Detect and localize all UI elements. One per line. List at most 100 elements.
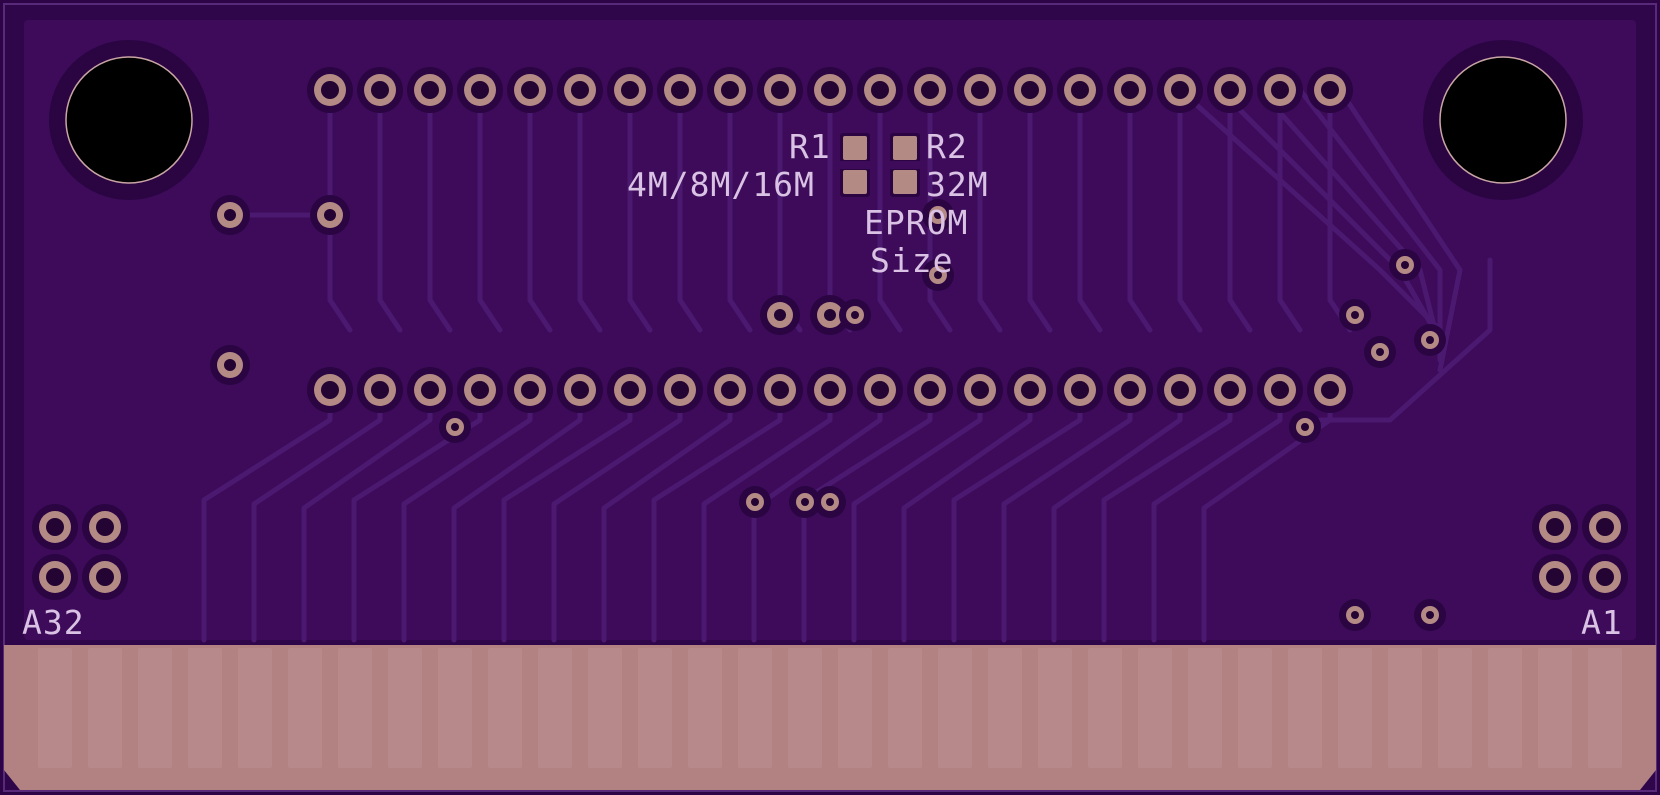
dip-pad	[407, 367, 453, 413]
header-pad	[32, 554, 78, 600]
header-pad	[1532, 554, 1578, 600]
dip-pad	[1207, 367, 1253, 413]
dip-pad	[557, 367, 603, 413]
dip-pad	[757, 67, 803, 113]
dip-pad	[857, 67, 903, 113]
dip-pad	[707, 67, 753, 113]
header-pad	[82, 504, 128, 550]
via-group	[32, 195, 1628, 631]
dip-pad	[907, 67, 953, 113]
dip-pad	[557, 67, 603, 113]
dip-pad	[357, 367, 403, 413]
dip-pad	[1057, 367, 1103, 413]
label-size: Size	[870, 241, 953, 280]
edge-finger	[1038, 648, 1072, 768]
trace	[1177, 87, 1203, 333]
dip-pad	[1157, 67, 1203, 113]
dip-pad	[957, 67, 1003, 113]
trace	[1077, 87, 1103, 333]
dip-pad	[1307, 367, 1353, 413]
dip-pad	[507, 67, 553, 113]
dip-pad	[1107, 67, 1153, 113]
trace	[527, 87, 553, 333]
mounting-hole-right	[1423, 40, 1583, 200]
dip-pad	[1257, 67, 1303, 113]
via-pad	[210, 195, 250, 235]
edge-finger	[738, 648, 772, 768]
trace	[1127, 87, 1153, 333]
edge-finger	[288, 648, 322, 768]
via-pad	[810, 295, 850, 335]
trace	[577, 87, 603, 333]
via	[839, 299, 871, 331]
via	[1414, 599, 1446, 631]
trace	[427, 87, 453, 333]
edge-finger	[588, 648, 622, 768]
edge-finger	[1438, 648, 1472, 768]
trace	[977, 87, 1003, 333]
edge-finger	[438, 648, 472, 768]
trace	[927, 87, 953, 333]
trace	[1277, 87, 1303, 333]
via	[1389, 249, 1421, 281]
trace	[1027, 87, 1053, 333]
resistor-r1-footprint	[840, 133, 870, 197]
edge-finger	[138, 648, 172, 768]
edge-finger	[88, 648, 122, 768]
dip-pad	[1307, 67, 1353, 113]
header-pad	[1532, 504, 1578, 550]
via	[1339, 299, 1371, 331]
dip-pad-row-bottom	[307, 367, 1353, 413]
dip-pad	[607, 67, 653, 113]
dip-pad	[707, 367, 753, 413]
dip-pad	[1257, 367, 1303, 413]
header-pad	[1582, 504, 1628, 550]
label-r1: R1	[789, 127, 831, 166]
label-r2: R2	[926, 127, 968, 166]
dip-pad	[307, 367, 353, 413]
via	[814, 486, 846, 518]
dip-pad	[457, 67, 503, 113]
via	[1339, 599, 1371, 631]
via-pad	[210, 345, 250, 385]
dip-pad	[407, 67, 453, 113]
dip-pad	[857, 367, 903, 413]
label-r1-value: 4M/8M/16M	[627, 165, 815, 204]
dip-pad	[1007, 67, 1053, 113]
via	[1414, 324, 1446, 356]
edge-finger	[1538, 648, 1572, 768]
trace	[1317, 257, 1493, 423]
edge-finger	[638, 648, 672, 768]
resistor-r2-footprint	[890, 133, 920, 197]
dip-pad	[657, 67, 703, 113]
dip-pad	[807, 367, 853, 413]
edge-finger	[938, 648, 972, 768]
edge-finger	[538, 648, 572, 768]
edge-finger	[1138, 648, 1172, 768]
dip-pad	[507, 367, 553, 413]
label-r2-value: 32M	[926, 165, 989, 204]
dip-pad	[1207, 67, 1253, 113]
trace	[377, 87, 403, 333]
dip-pad	[807, 67, 853, 113]
edge-connector	[4, 645, 1656, 790]
edge-finger	[488, 648, 522, 768]
via-pad	[310, 195, 350, 235]
edge-finger	[1338, 648, 1372, 768]
dip-pad	[957, 367, 1003, 413]
label-edge-right: A1	[1581, 603, 1623, 642]
trace	[877, 87, 903, 333]
edge-finger	[688, 648, 722, 768]
trace	[327, 87, 353, 333]
dip-pad	[907, 367, 953, 413]
edge-finger	[988, 648, 1022, 768]
mounting-hole-left	[49, 40, 209, 200]
header-pad	[82, 554, 128, 600]
trace	[1337, 87, 1463, 373]
edge-finger	[188, 648, 222, 768]
label-edge-left: A32	[22, 603, 85, 642]
edge-finger	[1388, 648, 1422, 768]
dip-pad	[757, 367, 803, 413]
via	[1289, 411, 1321, 443]
